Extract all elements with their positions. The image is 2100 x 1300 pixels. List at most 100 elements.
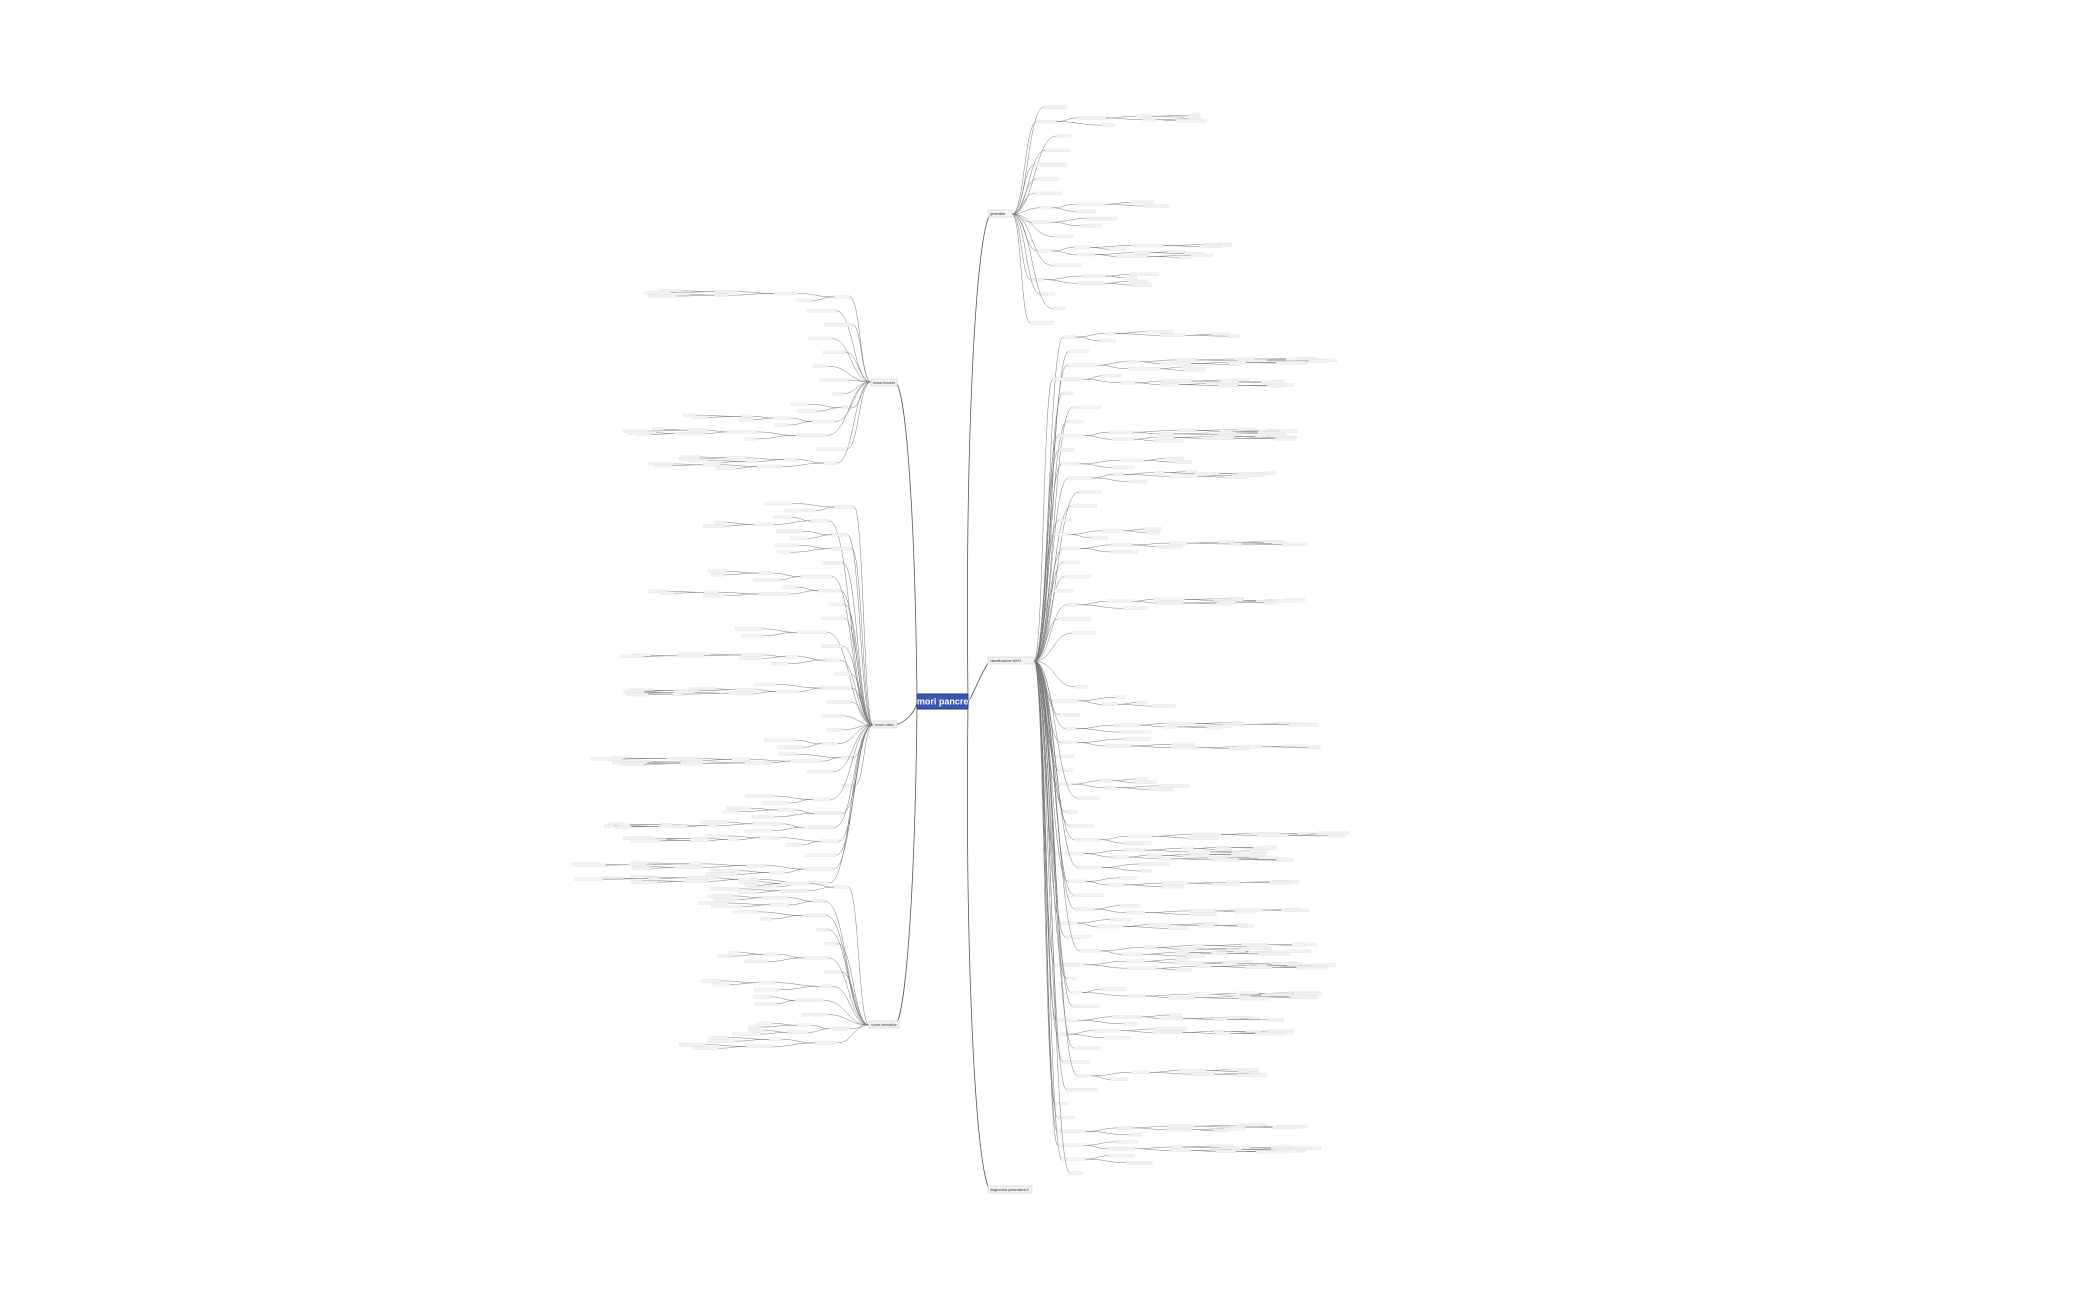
cistici-subtopic-node[interactable] <box>817 588 841 593</box>
cistici-subtopic-node[interactable] <box>821 686 852 690</box>
classificazione-subtopic-node[interactable] <box>1127 834 1153 838</box>
classificazione-subtopic-node[interactable] <box>1130 1070 1151 1075</box>
classificazione-subtopic-node[interactable] <box>1122 606 1147 610</box>
classificazione-subtopic-node[interactable] <box>1223 1127 1245 1131</box>
classificazione-subtopic-node[interactable] <box>1308 359 1329 363</box>
esocrini-subtopic-node[interactable] <box>715 466 736 470</box>
classificazione-subtopic-node[interactable] <box>1211 882 1241 886</box>
generalita-subtopic-node[interactable] <box>1036 119 1057 124</box>
classificazione-subtopic-node[interactable] <box>1267 384 1283 388</box>
cistici-subtopic-node[interactable] <box>647 589 669 594</box>
metodiche-subtopic-node[interactable] <box>779 881 810 886</box>
classificazione-subtopic-node[interactable] <box>1111 437 1135 441</box>
classificazione-subtopic-node[interactable] <box>1073 1046 1101 1050</box>
generalita-subtopic-node[interactable] <box>1076 281 1106 285</box>
classificazione-subtopic-node[interactable] <box>1102 374 1122 378</box>
classificazione-subtopic-node[interactable] <box>1230 853 1263 857</box>
classificazione-subtopic-node[interactable] <box>1127 994 1146 998</box>
classificazione-subtopic-node[interactable] <box>1062 560 1080 565</box>
generalita-subtopic-node[interactable] <box>1080 224 1102 228</box>
classificazione-subtopic-node[interactable] <box>1141 869 1152 873</box>
classificazione-subtopic-node[interactable] <box>1159 361 1192 366</box>
classificazione-subtopic-node[interactable] <box>1233 950 1246 954</box>
classificazione-subtopic-node[interactable] <box>1169 541 1188 545</box>
metodiche-subtopic-node[interactable] <box>753 988 780 992</box>
generalita-subtopic-node[interactable] <box>1132 243 1164 248</box>
esocrini-subtopic-node[interactable] <box>637 432 652 437</box>
cistici-subtopic-node[interactable] <box>789 759 822 763</box>
classificazione-subtopic-node[interactable] <box>1183 368 1206 373</box>
cistici-subtopic-node[interactable] <box>761 801 790 805</box>
classificazione-subtopic-node[interactable] <box>1191 1072 1215 1076</box>
cistici-subtopic-node[interactable] <box>620 654 644 658</box>
cistici-subtopic-node[interactable] <box>821 644 843 648</box>
classificazione-subtopic-node[interactable] <box>1061 462 1080 466</box>
classificazione-subtopic-node[interactable] <box>1215 847 1233 851</box>
classificazione-subtopic-node[interactable] <box>1292 992 1322 996</box>
classificazione-subtopic-node[interactable] <box>1159 432 1174 436</box>
classificazione-subtopic-node[interactable] <box>1145 330 1173 334</box>
esocrini-subtopic-node[interactable] <box>654 464 673 468</box>
classificazione-subtopic-node[interactable] <box>1146 853 1163 857</box>
classificazione-subtopic-node[interactable] <box>1237 1069 1249 1074</box>
classificazione-subtopic-node[interactable] <box>1111 543 1133 547</box>
cistici-subtopic-node[interactable] <box>773 515 793 520</box>
branch-tumori-esocrini[interactable]: tumori esocrini <box>870 378 898 387</box>
generalita-subtopic-node[interactable] <box>1053 234 1074 239</box>
classificazione-subtopic-node[interactable] <box>1118 1126 1134 1130</box>
cistici-subtopic-node[interactable] <box>705 872 737 876</box>
generalita-subtopic-node[interactable] <box>1075 209 1096 214</box>
classificazione-subtopic-node[interactable] <box>1161 379 1192 383</box>
classificazione-subtopic-node[interactable] <box>1191 832 1222 837</box>
classificazione-subtopic-node[interactable] <box>1133 780 1157 785</box>
cistici-subtopic-node[interactable] <box>709 869 741 873</box>
classificazione-subtopic-node[interactable] <box>1056 782 1073 786</box>
esocrini-subtopic-node[interactable] <box>676 292 690 296</box>
classificazione-subtopic-node[interactable] <box>1256 833 1289 838</box>
esocrini-subtopic-node[interactable] <box>693 415 708 419</box>
classificazione-subtopic-node[interactable] <box>1248 1017 1260 1021</box>
classificazione-subtopic-node[interactable] <box>1128 1133 1142 1137</box>
esocrini-subtopic-node[interactable] <box>674 432 706 436</box>
cistici-subtopic-node[interactable] <box>680 762 703 766</box>
classificazione-subtopic-node[interactable] <box>1237 1073 1267 1077</box>
classificazione-subtopic-node[interactable] <box>1152 704 1176 708</box>
cistici-subtopic-node[interactable] <box>731 757 750 762</box>
cistici-subtopic-node[interactable] <box>807 769 834 774</box>
classificazione-subtopic-node[interactable] <box>1275 437 1296 441</box>
metodiche-subtopic-node[interactable] <box>820 984 833 988</box>
classificazione-subtopic-node[interactable] <box>1238 996 1271 1001</box>
generalita-subtopic-node[interactable] <box>1037 249 1053 253</box>
cistici-subtopic-node[interactable] <box>702 594 726 598</box>
generalita-subtopic-node[interactable] <box>1142 118 1157 122</box>
esocrini-subtopic-node[interactable] <box>806 309 837 313</box>
classificazione-subtopic-node[interactable] <box>1291 943 1305 947</box>
classificazione-subtopic-node[interactable] <box>1067 603 1078 607</box>
cistici-subtopic-node[interactable] <box>752 822 783 826</box>
classificazione-subtopic-node[interactable] <box>1068 349 1089 353</box>
cistici-subtopic-node[interactable] <box>745 794 773 798</box>
classificazione-subtopic-node[interactable] <box>1052 377 1084 381</box>
cistici-subtopic-node[interactable] <box>824 658 841 662</box>
cistici-subtopic-node[interactable] <box>604 824 616 828</box>
metodiche-subtopic-node[interactable] <box>692 1046 719 1050</box>
classificazione-subtopic-node[interactable] <box>1198 924 1215 928</box>
classificazione-subtopic-node[interactable] <box>1181 846 1194 851</box>
cistici-subtopic-node[interactable] <box>575 863 607 867</box>
classificazione-subtopic-node[interactable] <box>1154 471 1165 475</box>
generalita-subtopic-node[interactable] <box>1052 263 1083 267</box>
generalita-subtopic-node[interactable] <box>1175 119 1207 123</box>
cistici-subtopic-node[interactable] <box>753 682 776 687</box>
classificazione-subtopic-node[interactable] <box>1202 436 1234 440</box>
esocrini-subtopic-node[interactable] <box>833 295 850 299</box>
metodiche-subtopic-node[interactable] <box>756 1021 773 1026</box>
cistici-subtopic-node[interactable] <box>672 692 684 696</box>
cistici-subtopic-node[interactable] <box>775 689 800 694</box>
cistici-subtopic-node[interactable] <box>728 691 755 695</box>
classificazione-subtopic-node[interactable] <box>1066 1088 1099 1092</box>
classificazione-subtopic-node[interactable] <box>1119 381 1136 385</box>
classificazione-subtopic-node[interactable] <box>1055 1018 1080 1022</box>
classificazione-subtopic-node[interactable] <box>1072 631 1097 635</box>
classificazione-subtopic-node[interactable] <box>1296 966 1327 970</box>
classificazione-subtopic-node[interactable] <box>1182 365 1208 369</box>
